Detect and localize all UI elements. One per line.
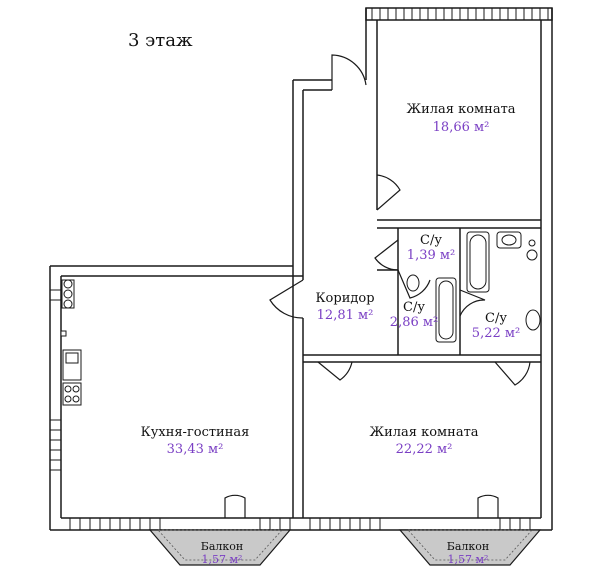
toilet-right xyxy=(525,309,541,331)
window-top xyxy=(371,8,549,20)
room-name-kitchen-living: Кухня-гостиная xyxy=(140,425,250,440)
door-entry xyxy=(331,54,367,90)
room-name-wc-small: С/у xyxy=(420,233,442,248)
stove xyxy=(62,382,82,406)
interior-walls xyxy=(292,175,541,518)
washer-right xyxy=(526,249,538,261)
room-area-bath-right: 5,22 м² xyxy=(471,326,521,341)
room-area-balcony-left: 1,57 м² xyxy=(201,553,243,566)
door-balcony-right xyxy=(477,494,499,518)
outlet xyxy=(60,330,67,337)
window-bottom xyxy=(69,518,531,530)
room-area-corridor: 12,81 м² xyxy=(316,308,374,323)
room-name-bath-right: С/у xyxy=(485,311,507,326)
door-kitchen xyxy=(317,361,353,381)
door-wc-small xyxy=(374,239,399,271)
room-area-kitchen-living: 33,43 м² xyxy=(166,442,224,457)
balcony-right-shape xyxy=(398,529,542,566)
room-area-bath-mid: 2,86 м² xyxy=(389,315,439,330)
floor-label: 3 этаж xyxy=(128,30,193,51)
balcony-left-shape xyxy=(148,529,292,566)
room-name-bedroom-top: Жилая комната xyxy=(406,102,516,117)
room-area-balcony-right: 1,57 м² xyxy=(447,553,489,566)
door-corridor-left xyxy=(269,279,304,319)
door-bath-mid xyxy=(397,269,431,299)
room-area-bedroom-bottom: 22,22 м² xyxy=(395,442,453,457)
room-area-wc-small: 1,39 м² xyxy=(406,248,456,263)
bathroom-fixtures xyxy=(406,231,541,343)
room-area-bedroom-top: 18,66 м² xyxy=(432,120,490,135)
door-bath-right xyxy=(459,289,486,317)
room-name-balcony-right: Балкон xyxy=(446,540,490,553)
door-balcony-left xyxy=(224,494,246,518)
room-name-bath-mid: С/у xyxy=(403,300,425,315)
door-bedroom-bottom xyxy=(494,361,531,386)
room-name-balcony-left: Балкон xyxy=(200,540,244,553)
toilet-small xyxy=(406,274,420,292)
window-left xyxy=(50,289,61,471)
room-name-bedroom-bottom: Жилая комната xyxy=(369,425,479,440)
kitchen-fixtures xyxy=(60,279,82,406)
door-swings xyxy=(224,54,531,518)
room-name-corridor: Коридор xyxy=(315,291,375,306)
door-bedroom-top xyxy=(376,174,401,211)
